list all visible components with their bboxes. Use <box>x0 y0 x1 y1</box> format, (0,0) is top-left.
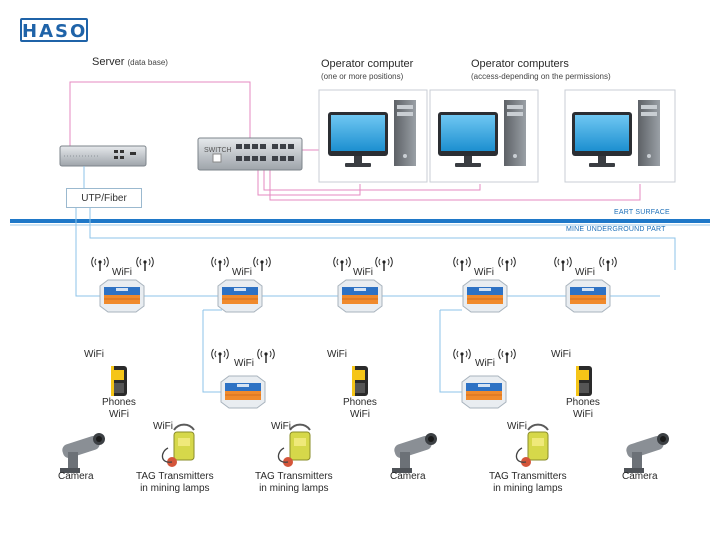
wifi-label: WiFi <box>112 267 132 278</box>
tag-label: TAG Transmitters in mining lamps <box>489 471 567 495</box>
phones-line2: WiFi <box>108 409 129 420</box>
tag-line1: TAG Transmitters <box>489 471 567 482</box>
access-point-icon <box>461 375 507 409</box>
operator-computers-subtitle: (access-depending on the permissions) <box>471 72 611 81</box>
tag-line2: in mining lamps <box>140 483 210 494</box>
phones-label: Phones WiFi <box>102 397 136 421</box>
phones-line1: Phones <box>102 397 136 408</box>
phone-icon <box>111 366 127 396</box>
tag-label: TAG Transmitters in mining lamps <box>136 471 214 495</box>
wifi-label: WiFi <box>353 267 373 278</box>
tag-label: TAG Transmitters in mining lamps <box>255 471 333 495</box>
camera-icon <box>624 433 669 473</box>
wifi-label: WiFi <box>234 358 254 369</box>
camera-icon <box>60 433 105 473</box>
switch-icon <box>197 137 303 171</box>
camera-label: Camera <box>58 471 94 482</box>
tag-line1: TAG Transmitters <box>136 471 214 482</box>
operator-computer-title: Operator computer <box>321 58 414 70</box>
phones-line1: Phones <box>343 397 377 408</box>
wifi-label: WiFi <box>474 267 494 278</box>
access-point-icon <box>337 279 383 313</box>
earth-surface-label: EART SURFACE <box>614 209 670 216</box>
server-title: Server <box>92 56 125 68</box>
earth-surface-line <box>10 219 710 223</box>
tag-line2: in mining lamps <box>493 483 563 494</box>
phones-line2: WiFi <box>349 409 370 420</box>
operator-computer-subtitle: (one or more positions) <box>321 72 404 81</box>
server-icon <box>59 145 147 167</box>
camera-label: Camera <box>622 471 658 482</box>
operator-computers-title: Operator computers <box>471 58 569 70</box>
lamp-wifi-label: WiFi <box>153 421 173 432</box>
phone-icon <box>576 366 592 396</box>
utp-fiber-label: UTP/Fiber <box>66 188 142 208</box>
phones-label: Phones WiFi <box>343 397 377 421</box>
switch-label: SWITCH <box>204 147 232 154</box>
phone-wifi-label: WiFi <box>327 349 347 360</box>
camera-label: Camera <box>390 471 426 482</box>
access-point-icon <box>220 375 266 409</box>
camera-icon <box>392 433 437 473</box>
underground-label: MINE UNDERGROUND PART <box>566 226 666 233</box>
phone-wifi-label: WiFi <box>84 349 104 360</box>
wifi-label: WiFi <box>232 267 252 278</box>
tag-line2: in mining lamps <box>259 483 329 494</box>
wifi-label: WiFi <box>575 267 595 278</box>
phone-icon <box>352 366 368 396</box>
lamp-wifi-label: WiFi <box>271 421 291 432</box>
wifi-label: WiFi <box>475 358 495 369</box>
access-point-icon <box>462 279 508 313</box>
phones-line2: WiFi <box>572 409 593 420</box>
access-point-icon <box>217 279 263 313</box>
haso-logo: HASO <box>20 18 88 42</box>
server-label: Server (data base) <box>92 56 168 69</box>
phone-wifi-label: WiFi <box>551 349 571 360</box>
access-point-icon <box>565 279 611 313</box>
tag-line1: TAG Transmitters <box>255 471 333 482</box>
lamp-wifi-label: WiFi <box>507 421 527 432</box>
server-sublabel: (data base) <box>127 58 168 67</box>
access-point-icon <box>99 279 145 313</box>
phones-label: Phones WiFi <box>566 397 600 421</box>
phones-line1: Phones <box>566 397 600 408</box>
